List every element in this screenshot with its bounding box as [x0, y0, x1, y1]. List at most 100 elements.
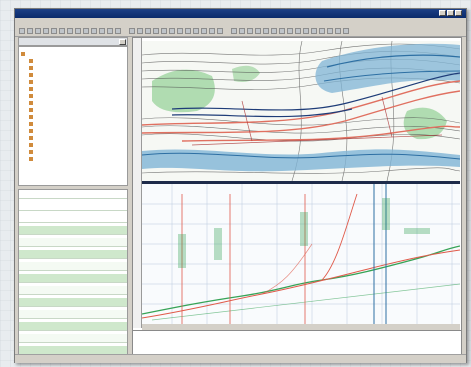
layer-icon	[21, 52, 25, 56]
toolbar-button[interactable]	[115, 28, 121, 34]
toolbar-button[interactable]	[209, 28, 215, 34]
panel-header	[18, 37, 128, 46]
toolbar-button[interactable]	[311, 28, 317, 34]
layer-icon	[29, 129, 33, 133]
layer-icon	[29, 87, 33, 91]
toolbar-button[interactable]	[217, 28, 223, 34]
properties-grid	[18, 189, 128, 357]
project-tree	[18, 46, 128, 186]
profile-design-line	[142, 249, 460, 319]
tree-item[interactable]	[29, 128, 127, 134]
tree-item[interactable]	[29, 114, 127, 120]
toolbar-button[interactable]	[75, 28, 81, 34]
toolbar-button[interactable]	[91, 28, 97, 34]
property-row[interactable]	[19, 262, 127, 271]
minimize-button[interactable]	[439, 10, 446, 16]
property-row[interactable]	[19, 298, 127, 307]
toolbar-button[interactable]	[271, 28, 277, 34]
toolbar-button[interactable]	[27, 28, 33, 34]
tree-item[interactable]	[29, 107, 127, 113]
layer-icon	[29, 115, 33, 119]
toolbar-button[interactable]	[51, 28, 57, 34]
maximize-button[interactable]	[447, 10, 454, 16]
toolbar-button[interactable]	[35, 28, 41, 34]
toolbar-button[interactable]	[201, 28, 207, 34]
property-row[interactable]	[19, 214, 127, 223]
toolbar-button[interactable]	[169, 28, 175, 34]
toolbar-button[interactable]	[287, 28, 293, 34]
toolbar-button[interactable]	[239, 28, 245, 34]
toolbar-button[interactable]	[303, 28, 309, 34]
tree-item[interactable]	[29, 65, 127, 71]
layer-icon	[29, 94, 33, 98]
layer-icon	[29, 122, 33, 126]
toolbar-button[interactable]	[137, 28, 143, 34]
toolbar-button[interactable]	[295, 28, 301, 34]
tree-item[interactable]	[29, 72, 127, 78]
layer-icon	[29, 101, 33, 105]
toolbar-button[interactable]	[129, 28, 135, 34]
layer-icon	[29, 66, 33, 70]
toolbar-button[interactable]	[279, 28, 285, 34]
project-panel	[18, 37, 128, 357]
property-row[interactable]	[19, 190, 127, 199]
layer-icon	[29, 108, 33, 112]
tree-item[interactable]	[29, 100, 127, 106]
property-row[interactable]	[19, 274, 127, 283]
panel-close-button[interactable]	[119, 39, 126, 45]
vegetation-area	[152, 69, 215, 113]
toolbar-button[interactable]	[107, 28, 113, 34]
property-row[interactable]	[19, 322, 127, 331]
tree-item[interactable]	[29, 79, 127, 85]
property-row[interactable]	[19, 238, 127, 247]
plan-view-map[interactable]	[142, 41, 460, 181]
toolbar-button[interactable]	[185, 28, 191, 34]
toolbar-button[interactable]	[335, 28, 341, 34]
property-row[interactable]	[19, 334, 127, 343]
toolbar-button[interactable]	[231, 28, 237, 34]
toolbar-button[interactable]	[263, 28, 269, 34]
tree-item[interactable]	[29, 93, 127, 99]
layer-icon	[29, 59, 33, 63]
toolbar-button[interactable]	[327, 28, 333, 34]
longitudinal-profile[interactable]	[142, 184, 460, 324]
tree-item[interactable]	[21, 51, 121, 57]
tree-item[interactable]	[29, 156, 127, 162]
tree-item[interactable]	[29, 135, 127, 141]
tree-item[interactable]	[29, 121, 127, 127]
toolbar-button[interactable]	[193, 28, 199, 34]
toolbar-button[interactable]	[177, 28, 183, 34]
property-row[interactable]	[19, 226, 127, 235]
title-bar	[15, 9, 466, 18]
view-splitter[interactable]	[142, 181, 460, 184]
toolbar-button[interactable]	[255, 28, 261, 34]
tree-item[interactable]	[29, 86, 127, 92]
toolbar-button[interactable]	[161, 28, 167, 34]
property-row[interactable]	[19, 310, 127, 319]
property-row[interactable]	[19, 202, 127, 211]
app-window	[14, 8, 467, 363]
toolbar-button[interactable]	[145, 28, 151, 34]
toolbar-button[interactable]	[67, 28, 73, 34]
toolbar-button[interactable]	[247, 28, 253, 34]
toolbar-button[interactable]	[59, 28, 65, 34]
river-upper	[315, 43, 460, 93]
property-row[interactable]	[19, 250, 127, 259]
toolbar-button[interactable]	[83, 28, 89, 34]
vertical-ruler	[133, 38, 142, 328]
vegetation-area	[232, 65, 260, 82]
coordinate-bar	[142, 324, 460, 330]
toolbar-button[interactable]	[153, 28, 159, 34]
close-button[interactable]	[455, 10, 462, 16]
tree-item[interactable]	[29, 149, 127, 155]
toolbar-button[interactable]	[99, 28, 105, 34]
toolbar-button[interactable]	[343, 28, 349, 34]
station-label	[382, 198, 390, 230]
tree-item[interactable]	[29, 58, 127, 64]
property-row[interactable]	[19, 286, 127, 295]
tree-item[interactable]	[29, 142, 127, 148]
station-label	[404, 228, 430, 234]
toolbar-button[interactable]	[319, 28, 325, 34]
toolbar-button[interactable]	[19, 28, 25, 34]
toolbar-button[interactable]	[43, 28, 49, 34]
